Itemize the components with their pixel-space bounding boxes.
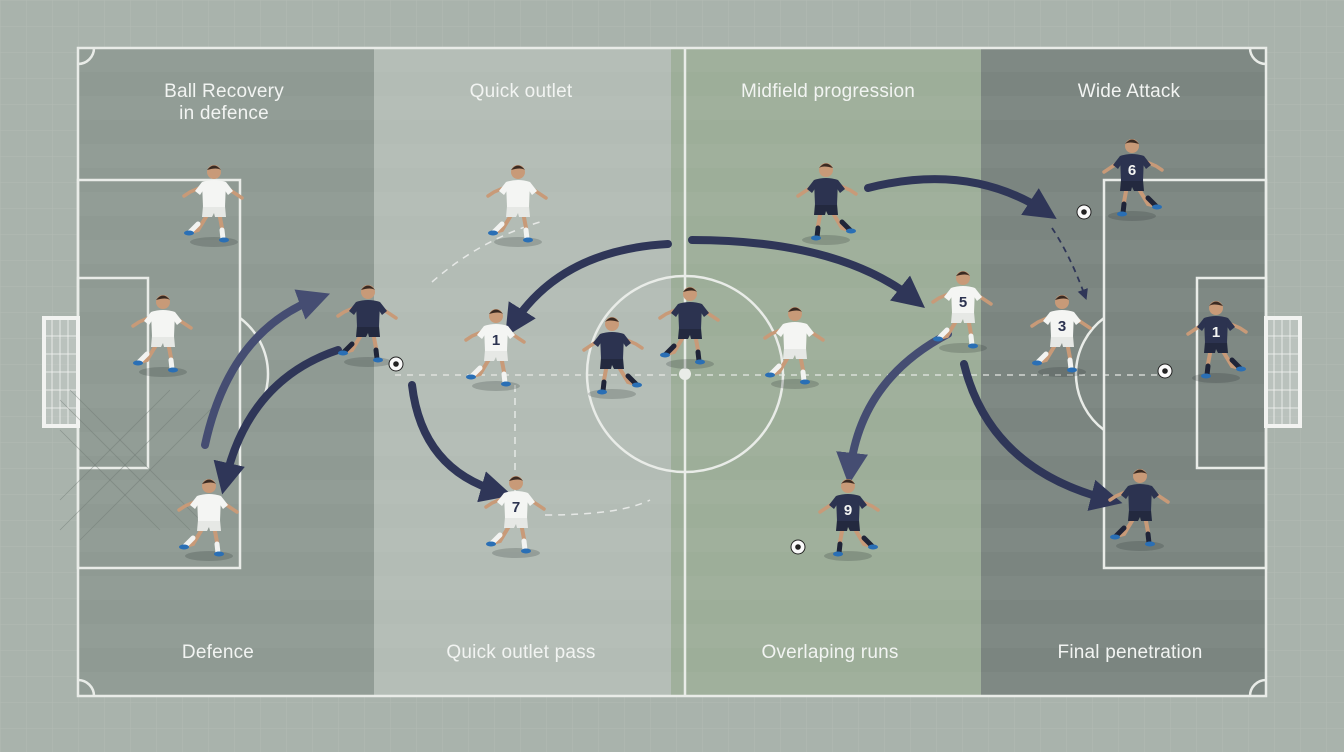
zone-bands — [78, 48, 1266, 696]
grass-stripe — [78, 432, 1266, 456]
right-penalty-arc — [1074, 317, 1105, 431]
player-number: 1 — [1212, 324, 1220, 341]
dashed-pass-arrow — [1051, 227, 1088, 301]
white-player: 1 — [464, 309, 526, 391]
right-goal — [1264, 316, 1302, 428]
white-player — [486, 165, 548, 247]
arrow-final-penetration — [960, 360, 1123, 511]
zone-top-label: Midfield progression — [740, 81, 916, 102]
white-player — [763, 307, 825, 389]
corner-arc — [77, 678, 96, 697]
corner-arc — [77, 47, 96, 66]
grass-stripe — [78, 672, 1266, 696]
arrow-outlet-drop — [213, 346, 342, 495]
navy-player: 9 — [818, 479, 880, 561]
grass-stripe — [78, 144, 1266, 168]
zone-top-label: Quick outlet — [469, 81, 573, 102]
navy-player — [1108, 469, 1170, 551]
arrow-overlap-to-9 — [836, 330, 952, 485]
arrow-switch-to-1 — [505, 240, 672, 337]
arrow-progression-to-5 — [688, 236, 925, 308]
white-player: 7 — [484, 476, 546, 558]
player-number: 3 — [1058, 318, 1066, 335]
player-number: 7 — [512, 499, 520, 516]
zone-top-label: Ball Recovery in defence — [164, 81, 284, 124]
player-number: 6 — [1128, 162, 1136, 179]
zone-bottom-label: Quick outlet pass — [446, 642, 596, 663]
balls — [388, 204, 1173, 555]
zone-bottom-label: Overlaping runs — [761, 642, 899, 663]
ball — [388, 356, 404, 372]
navy-player — [336, 285, 398, 367]
grass-stripe — [78, 48, 1266, 72]
zone-bottom-label: Defence — [181, 642, 255, 663]
white-player — [177, 479, 239, 561]
player-number: 5 — [959, 294, 967, 311]
grass-stripe — [78, 240, 1266, 264]
player-number: 1 — [492, 332, 500, 349]
white-player — [182, 165, 244, 247]
ball — [1157, 363, 1173, 379]
navy-player — [658, 287, 720, 369]
white-player: 5 — [931, 271, 993, 353]
arrow-wide-run — [864, 175, 1057, 220]
corner-arc — [1248, 47, 1267, 66]
grass-stripe — [78, 576, 1266, 600]
zone-band — [671, 48, 981, 696]
corner-arc — [1248, 678, 1267, 697]
movement-arrows — [201, 175, 1123, 511]
navy-player — [582, 317, 644, 399]
centre-circle — [585, 274, 785, 474]
arrow-recovery-outlet — [201, 289, 331, 449]
arrow-pass-to-7 — [408, 381, 513, 503]
players: 1 7 5 3 6 1 9 — [131, 139, 1248, 561]
centre-spot — [679, 368, 691, 380]
navy-player: 6 — [1102, 139, 1164, 221]
player-number: 9 — [844, 502, 852, 519]
zone-top-label: Wide Attack — [1077, 81, 1181, 102]
ball — [1076, 204, 1092, 220]
left-goal — [42, 316, 221, 541]
white-player: 3 — [1030, 295, 1092, 377]
zone-bottom-label: Final penetration — [1057, 642, 1203, 663]
grass-stripe — [78, 288, 1266, 312]
ball — [790, 539, 806, 555]
grass-stripe — [78, 528, 1266, 552]
navy-player: 1 — [1186, 301, 1248, 383]
navy-player — [796, 163, 858, 245]
white-player — [131, 295, 193, 377]
zone-band — [78, 48, 374, 696]
